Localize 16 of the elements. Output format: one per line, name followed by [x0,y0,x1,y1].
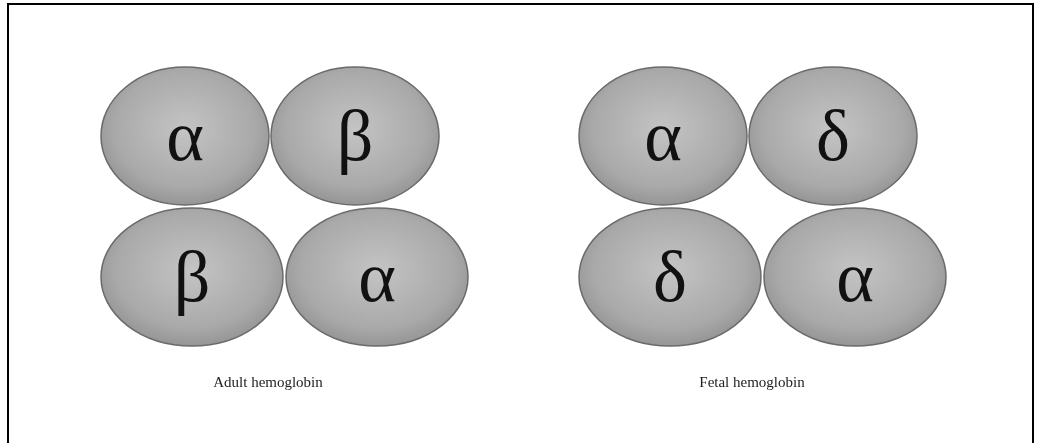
subunit-ellipse [578,207,762,347]
subunit-ellipse [100,66,270,206]
group-caption: Fetal hemoglobin [699,373,805,391]
subunit-ellipse [578,66,748,206]
subunit-ellipse [763,207,947,347]
subunit-ellipse [270,66,440,206]
greek-letter: α [644,100,682,172]
subunit-ellipse [748,66,918,206]
greek-letter: α [836,241,874,313]
greek-letter: δ [653,241,687,313]
group-caption: Adult hemoglobin [213,373,323,391]
subunit-ellipse [285,207,469,347]
subunit-ellipse [100,207,284,347]
greek-letter: α [358,241,396,313]
greek-letter: α [166,100,204,172]
greek-letter: δ [816,100,850,172]
